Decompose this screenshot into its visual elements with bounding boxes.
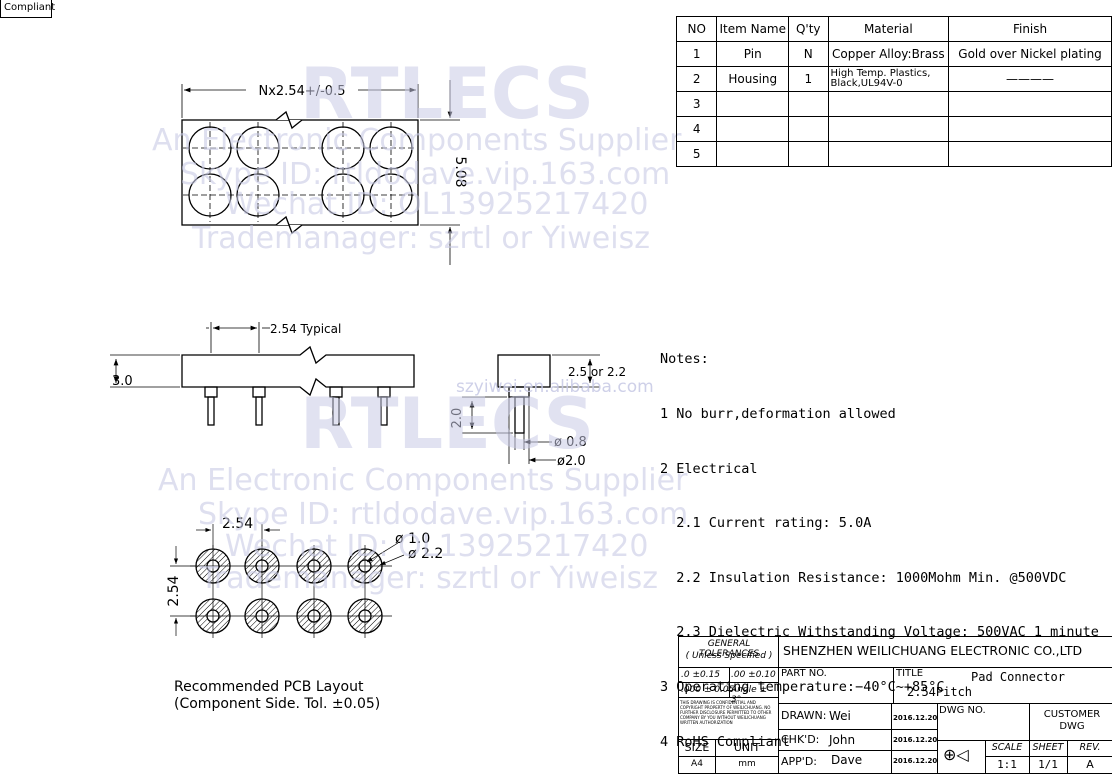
bom-row: 5: [675, 141, 1112, 167]
dim-pin-dia: ø 0.8: [554, 435, 587, 450]
svg-text:Trademanager: szrtl or Yiweisz: Trademanager: szrtl or Yiweisz: [191, 221, 650, 256]
dim-pad-dia: ø 2.2: [408, 546, 443, 562]
note-line: 3 Operating temperature:−40°C~+85°C: [660, 679, 945, 696]
watermark-bottom: RTLECS An Electronic Components Supplier…: [158, 383, 688, 596]
bom-row: 4: [675, 116, 1112, 142]
pcb-layout: [170, 524, 405, 638]
svg-text:Skype ID: rtldodave.vip.163.co: Skype ID: rtldodave.vip.163.com: [180, 157, 670, 192]
svg-text:RTLECS: RTLECS: [300, 53, 594, 135]
watermark-site: szyiwei.en.alibaba.com: [456, 377, 654, 397]
bom-row: 3: [675, 91, 1112, 117]
dim-typical-pitch: 2.54 Typical: [270, 322, 341, 336]
pcb-caption-line2: (Component Side. Tol. ±0.05): [174, 696, 380, 712]
side-view: [110, 322, 415, 426]
notes-heading: Notes:: [660, 351, 709, 368]
bom-table: NO Item Name Q'ty Material Finish 1 Pin …: [675, 16, 1112, 167]
note-line: 1 No burr,deformation allowed: [660, 406, 896, 423]
end-view: [462, 354, 600, 464]
title-block: GENERAL TOLERANCES ( Unless Specified ) …: [678, 636, 1112, 774]
svg-text:RTLECS: RTLECS: [300, 383, 594, 465]
end-view-pin: [514, 396, 525, 434]
svg-text:Wechat ID: OL13925217420: Wechat ID: OL13925217420: [225, 187, 648, 222]
dim-body-height: 2.5 or 2.2: [568, 365, 626, 379]
note-line: 2.2 Insulation Resistance: 1000Mohm Min.…: [660, 569, 1067, 586]
svg-text:An Electronic Components Suppl: An Electronic Components Supplier: [158, 463, 688, 498]
svg-text:Skype ID: rtldodave.vip.163.co: Skype ID: rtldodave.vip.163.com: [198, 497, 688, 532]
svg-text:Trademanager: szrtl or Yiweisz: Trademanager: szrtl or Yiweisz: [199, 561, 658, 596]
dim-pitch-length: Nx2.54+/-0.5: [258, 84, 345, 99]
svg-text:Wechat ID: OL13925217420: Wechat ID: OL13925217420: [225, 529, 648, 564]
dim-height: 3.0: [112, 374, 133, 389]
dim-width: 5.08: [452, 156, 468, 187]
company-name: SHENZHEN WEILICHUANG ELECTRONIC CO.,LTD: [783, 643, 1083, 658]
bom-row: 1 Pin N Copper Alloy:Brass Gold over Nic…: [675, 41, 1112, 67]
bom-row: 2 Housing 1 High Temp. Plastics, Black,U…: [675, 66, 1112, 92]
dim-pin-length: 2.0: [450, 408, 465, 429]
side-view-pins: [204, 386, 391, 426]
watermark-top: RTLECS An Electronic Components Supplier…: [152, 53, 682, 256]
dim-pcb-pitch-x: 2.54: [222, 516, 253, 532]
dim-collar-dia: ø2.0: [557, 454, 586, 469]
note-line: 4 RoHS Compliant: [660, 733, 791, 750]
svg-text:An Electronic Components Suppl: An Electronic Components Supplier: [152, 123, 682, 158]
side-view-housing: [181, 345, 415, 397]
dim-pcb-pitch-y: 2.54: [166, 575, 182, 606]
note-line: 2.1 Current rating: 5.0A: [660, 515, 872, 532]
dim-hole-dia: ø 1.0: [395, 531, 430, 547]
pcb-caption-line1: Recommended PCB Layout: [174, 679, 364, 695]
projection-icon: ⊕◁: [943, 745, 969, 764]
note-line: 2 Electrical: [660, 460, 758, 477]
compliant-label: Compliant: [0, 0, 55, 18]
bom-header-row: NO Item Name Q'ty Material Finish: [675, 16, 1112, 42]
